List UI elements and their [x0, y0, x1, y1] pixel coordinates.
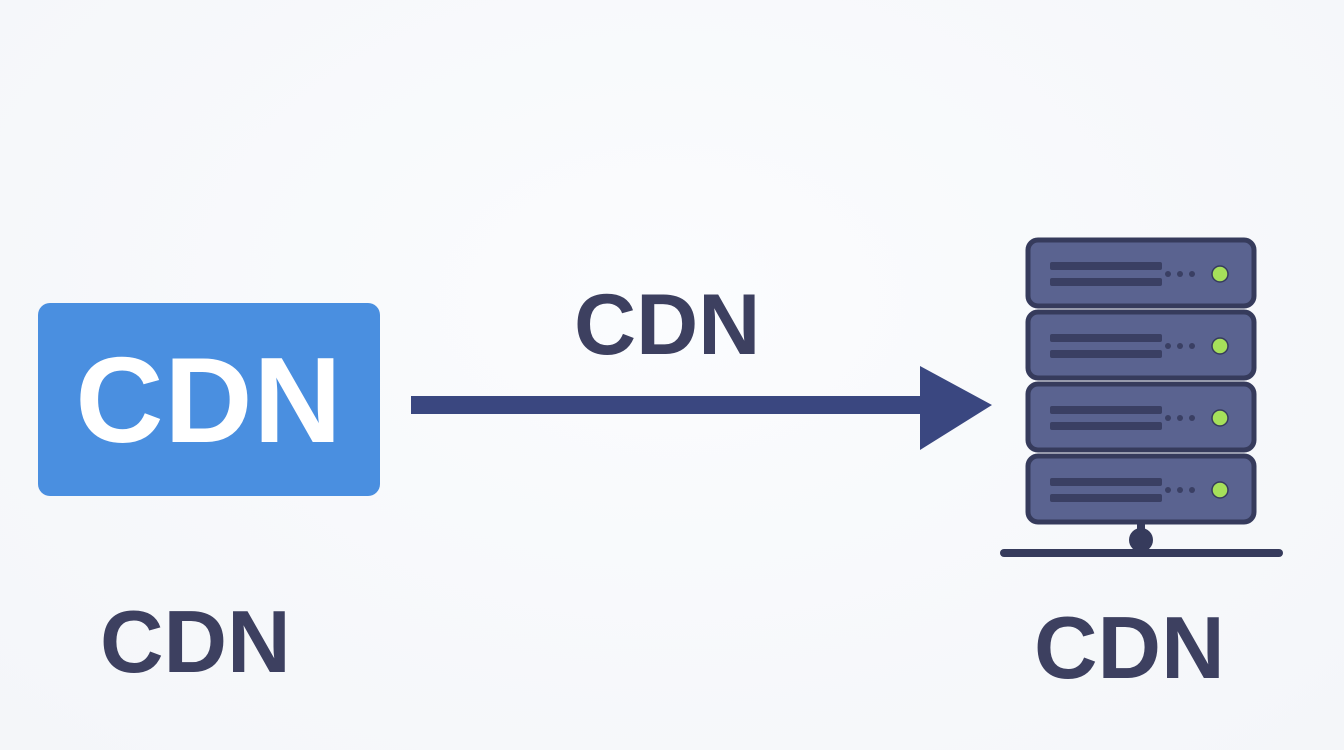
server-unit	[1025, 453, 1257, 525]
server-indicator-dot	[1177, 343, 1183, 349]
server-indicator-dot	[1189, 415, 1195, 421]
source-caption: CDN	[100, 592, 291, 691]
server-stand-neck	[1137, 522, 1145, 540]
server-slot	[1050, 406, 1162, 414]
flow-arrow	[411, 366, 992, 450]
server-indicator-dot	[1189, 487, 1195, 493]
status-led-icon	[1211, 337, 1229, 355]
server-slot	[1050, 350, 1162, 358]
server-slot	[1050, 494, 1162, 502]
status-led-icon	[1211, 265, 1229, 283]
server-indicator-dot	[1165, 415, 1171, 421]
cdn-source-box-label: CDN	[75, 331, 343, 468]
server-indicator-dot	[1165, 343, 1171, 349]
server-indicator-dot	[1177, 415, 1183, 421]
server-slot	[1050, 422, 1162, 430]
server-indicator-dot	[1177, 271, 1183, 277]
server-unit	[1025, 309, 1257, 381]
server-indicator-dot	[1165, 271, 1171, 277]
server-slot	[1050, 334, 1162, 342]
server-stand-base	[1000, 549, 1283, 557]
server-rack-icon	[1000, 237, 1283, 557]
server-unit	[1025, 237, 1257, 309]
cdn-source-box: CDN	[38, 303, 380, 496]
arrow-label: CDN	[574, 277, 761, 373]
arrow-head	[920, 366, 992, 450]
server-slot	[1050, 478, 1162, 486]
server-slot	[1050, 278, 1162, 286]
server-indicator-dot	[1189, 343, 1195, 349]
status-led-icon	[1211, 481, 1229, 499]
status-led-icon	[1211, 409, 1229, 427]
server-slot	[1050, 262, 1162, 270]
server-stand-knob	[1129, 528, 1153, 552]
server-indicator-dot	[1177, 487, 1183, 493]
server-unit	[1025, 381, 1257, 453]
arrow-shaft	[411, 396, 923, 414]
server-caption: CDN	[1034, 598, 1225, 697]
server-indicator-dot	[1165, 487, 1171, 493]
server-indicator-dot	[1189, 271, 1195, 277]
